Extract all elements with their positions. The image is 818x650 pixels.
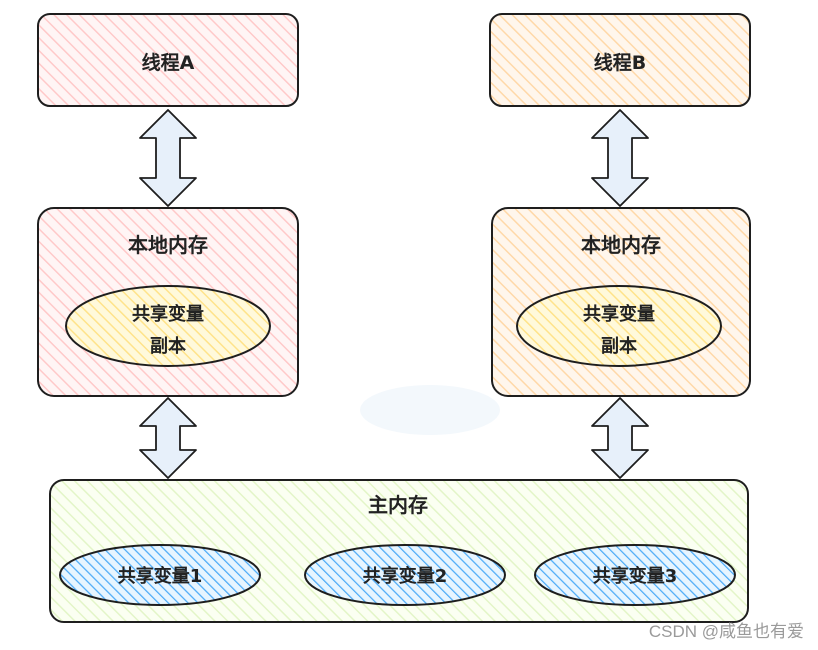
arrow-local-b-main bbox=[591, 397, 649, 479]
shared-var-copy-b-line1: 共享变量 bbox=[583, 303, 655, 325]
local-memory-b-label: 本地内存 bbox=[581, 233, 661, 257]
shared-var-3-label: 共享变量3 bbox=[593, 565, 678, 587]
thread-b-label: 线程B bbox=[594, 51, 646, 74]
arrow-local-a-main bbox=[139, 397, 197, 479]
shared-var-copy-a-line1: 共享变量 bbox=[132, 303, 204, 325]
shared-var-1-label: 共享变量1 bbox=[118, 565, 203, 587]
thread-a-label: 线程A bbox=[142, 51, 195, 74]
main-memory-label: 主内存 bbox=[368, 493, 428, 517]
csdn-watermark: CSDN @咸鱼也有爱 bbox=[648, 622, 804, 641]
shared-var-copy-b-line2: 副本 bbox=[601, 335, 637, 357]
shared-var-2-label: 共享变量2 bbox=[363, 565, 448, 587]
shared-var-copy-a-line2: 副本 bbox=[150, 335, 186, 357]
main-memory-box: 主内存 共享变量1 共享变量2 共享变量3 bbox=[49, 479, 749, 623]
shared-var-copy-b bbox=[516, 285, 722, 367]
shared-var-copy-a bbox=[65, 285, 271, 367]
thread-a-box: 线程A bbox=[37, 13, 299, 107]
thread-b-box: 线程B bbox=[489, 13, 751, 107]
arrow-thread-b-local-b bbox=[591, 109, 649, 207]
local-memory-a-label: 本地内存 bbox=[128, 233, 208, 257]
local-memory-b-box: 本地内存 共享变量 副本 bbox=[491, 207, 751, 397]
local-memory-a-box: 本地内存 共享变量 副本 bbox=[37, 207, 299, 397]
shared-var-3 bbox=[534, 544, 736, 606]
background-smudge bbox=[360, 385, 500, 435]
shared-var-2 bbox=[304, 544, 506, 606]
shared-var-1 bbox=[59, 544, 261, 606]
arrow-thread-a-local-a bbox=[139, 109, 197, 207]
